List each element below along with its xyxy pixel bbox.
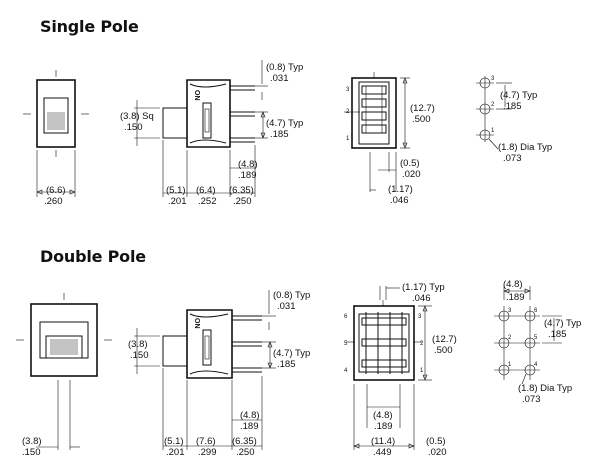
dim-double-terminal-pitch-in: .185	[277, 359, 296, 370]
dim-double-hole-dia-in: .073	[522, 394, 541, 405]
dim-double-row-spacing-in: .189	[374, 421, 393, 432]
dim-double-pin-offset-in: .020	[428, 447, 447, 458]
dim-double-body-width-in: .449	[373, 447, 392, 458]
single-pole-bottom-view	[344, 72, 410, 192]
single-pin-3: 3	[346, 87, 350, 93]
single-pin-1: 1	[346, 136, 350, 142]
dim-double-terminal-spacing-mm: (4.8)	[240, 410, 260, 421]
dim-single-terminal-length-mm: (6.35)	[229, 185, 254, 196]
double-pole-front-view	[16, 293, 112, 450]
dim-double-body-depth-in: .299	[198, 447, 217, 458]
double-footprint-pin-6: 6	[534, 308, 538, 314]
dim-single-pin-row-width-in: .046	[390, 195, 409, 206]
dim-single-hole-dia-in: .073	[503, 153, 522, 164]
single-footprint-pin-2: 2	[491, 102, 495, 108]
dim-double-footprint-spacing-mm: (4.8)	[503, 279, 523, 290]
dim-double-actuator-sq-in: .150	[130, 350, 149, 361]
dim-double-pin-width-in: .046	[412, 293, 431, 304]
dim-double-pin-offset-mm: (0.5)	[426, 436, 446, 447]
double-on-label: ON	[193, 318, 200, 329]
dim-single-pin-offset-mm: (0.5)	[400, 158, 420, 169]
dim-single-actuator-sq-in: .150	[124, 122, 143, 133]
double-pin-4: 4	[344, 368, 348, 374]
single-pole-front-view	[23, 70, 89, 197]
dim-double-actuator-width-in: .150	[22, 447, 41, 458]
dim-double-actuator-sq-mm: (3.8)	[128, 339, 148, 350]
dim-single-actuator-sq-mm: (3.8) Sq	[120, 111, 154, 122]
dim-single-actuator-travel-in: .201	[168, 196, 187, 207]
dim-double-body-height-mm: (12.7)	[432, 334, 457, 345]
dim-single-body-depth-in: .252	[198, 196, 217, 207]
dim-double-terminal-spacing-in: .189	[240, 421, 259, 432]
double-pin-6: 6	[344, 314, 348, 320]
dim-double-footprint-spacing-in: .189	[506, 292, 525, 303]
double-pole-footprint	[494, 286, 562, 385]
dim-double-terminal-length-in: .250	[236, 447, 255, 458]
dim-single-terminal-thickness-in: .031	[270, 73, 289, 84]
double-pin-1: 1	[420, 368, 424, 374]
dim-single-terminal-pitch-mm: (4.7) Typ	[266, 118, 303, 129]
section-title-double-pole: Double Pole	[40, 247, 146, 266]
dim-single-actuator-travel-mm: (5.1)	[166, 185, 186, 196]
double-pin-3: 3	[418, 314, 422, 320]
dim-single-terminal-spacing-mm: (4.8)	[238, 159, 258, 170]
dim-single-terminal-spacing-in: .189	[238, 170, 257, 181]
dim-double-body-width-mm: (11.4)	[371, 436, 395, 447]
dim-double-terminal-thickness-in: .031	[277, 301, 296, 312]
single-pole-footprint	[476, 76, 512, 150]
dim-double-terminal-pitch-mm: (4.7) Typ	[273, 348, 310, 359]
dim-single-pin-row-width-mm: (1.17)	[388, 184, 413, 195]
dim-single-pin-offset-in: .020	[402, 169, 421, 180]
double-footprint-pin-1: 1	[508, 362, 512, 368]
dim-single-body-height-in: .500	[412, 114, 431, 125]
dim-double-body-height-in: .500	[434, 345, 453, 356]
dim-double-terminal-thickness-mm: (0.8) Typ	[273, 290, 310, 301]
single-pole-side-view	[134, 60, 268, 197]
single-pin-2: 2	[346, 109, 350, 115]
double-pin-2: 2	[420, 341, 424, 347]
dim-single-terminal-length-in: .250	[233, 196, 252, 207]
dim-single-terminal-thickness-mm: (0.8) Typ	[266, 62, 303, 73]
dim-single-footprint-pitch-in: .185	[503, 101, 522, 112]
double-footprint-pin-5: 5	[534, 335, 538, 341]
dim-single-body-width-in: .260	[44, 196, 63, 207]
double-footprint-pin-2: 2	[508, 335, 512, 341]
double-footprint-pin-3: 3	[508, 308, 512, 314]
single-on-label: ON	[193, 90, 200, 101]
dim-double-actuator-travel-in: .201	[166, 447, 185, 458]
dim-single-body-depth-mm: (6.4)	[196, 185, 216, 196]
dim-double-actuator-travel-mm: (5.1)	[164, 436, 184, 447]
double-footprint-pin-4: 4	[534, 362, 538, 368]
dim-double-body-depth-mm: (7.6)	[196, 436, 216, 447]
dim-double-terminal-length-mm: (6.35)	[232, 436, 257, 447]
dim-double-pin-width-mm: (1.17) Typ	[402, 282, 445, 293]
dim-double-footprint-pitch-mm: (4.7) Typ	[544, 318, 581, 329]
single-footprint-pin-3: 3	[491, 76, 495, 82]
dim-single-body-width-mm: (6.6)	[46, 185, 66, 196]
dim-double-hole-dia-mm: (1.8) Dia Typ	[518, 383, 572, 394]
dim-double-footprint-pitch-in: .185	[548, 329, 567, 340]
dim-double-actuator-width-mm: (3.8)	[22, 436, 42, 447]
dim-double-row-spacing-mm: (4.8)	[373, 410, 393, 421]
double-pin-5: 5	[344, 341, 348, 347]
dim-single-hole-dia-mm: (1.8) Dia Typ	[498, 142, 552, 153]
single-footprint-pin-1: 1	[491, 128, 495, 134]
dim-single-body-height-mm: (12.7)	[410, 103, 435, 114]
double-pole-bottom-view	[346, 286, 432, 450]
section-title-single-pole: Single Pole	[40, 17, 139, 36]
dim-single-footprint-pitch-mm: (4.7) Typ	[500, 90, 537, 101]
dim-single-terminal-pitch-in: .185	[270, 129, 289, 140]
double-pole-side-view	[134, 290, 276, 450]
